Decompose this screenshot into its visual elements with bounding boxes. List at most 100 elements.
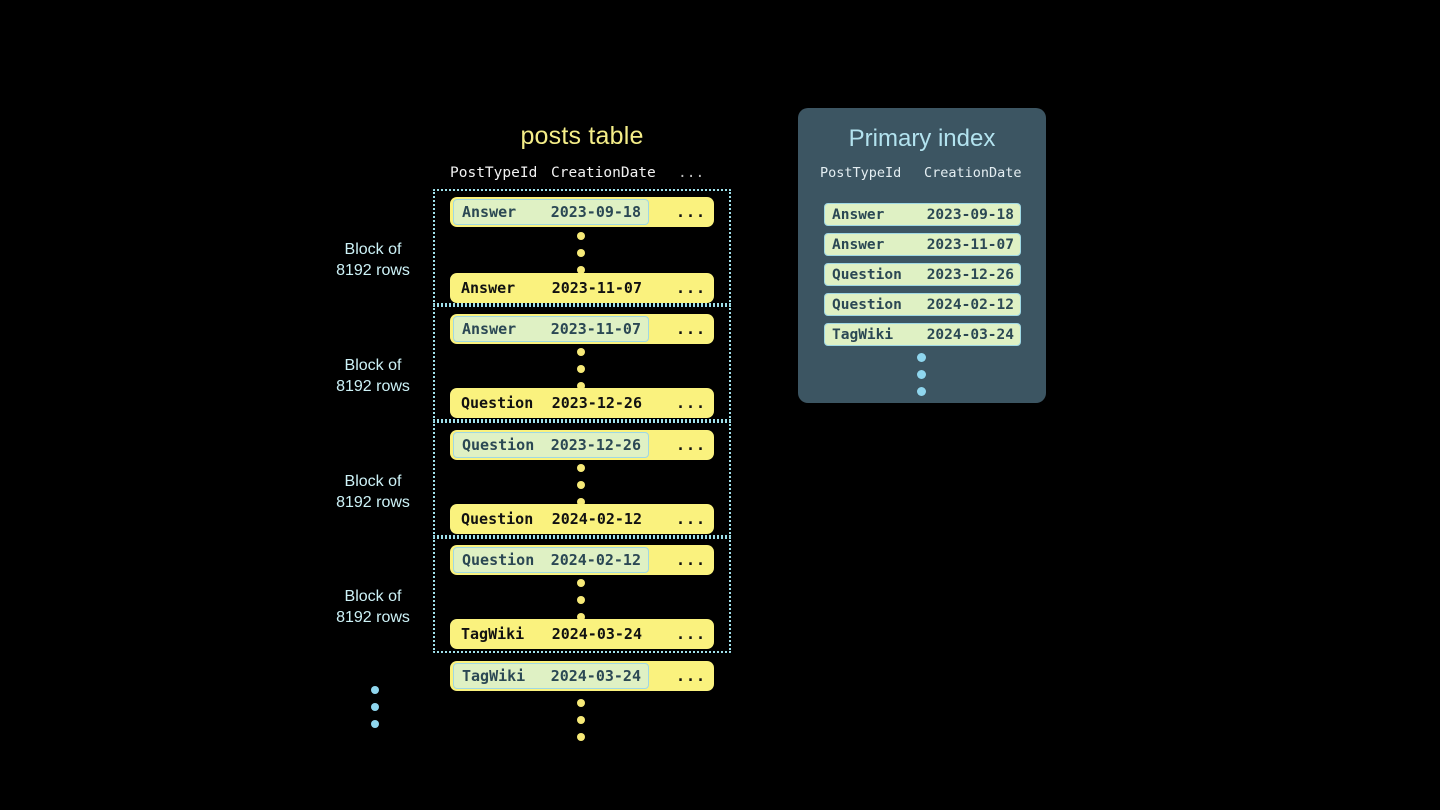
block-boundary-4 [433,537,731,653]
block-label-4: Block of 8192 rows [298,586,448,628]
row-highlight-box: Question 2024-02-12 [453,547,649,573]
cell-posttypeid: Answer [832,236,885,253]
cell-creationdate: 2024-02-12 [551,510,642,528]
rows-omitted-dots [577,464,587,515]
column-header-creationdate: CreationDate [551,165,656,181]
cell-posttypeid: Answer [462,320,517,338]
table-row[interactable]: Question 2023-12-26 ... [450,430,714,460]
cell-ellipsis: ... [676,436,707,454]
cell-creationdate: 2024-03-24 [926,326,1014,343]
rows-omitted-dots [577,348,587,399]
cell-creationdate: 2024-03-24 [551,625,642,643]
cell-posttypeid: Question [832,266,902,283]
dot [577,249,585,257]
column-header-posttypeid: PostTypeId [450,165,538,181]
posts-table-title: posts table [520,122,644,150]
block-label-1: Block of 8192 rows [298,239,448,281]
cell-posttypeid: Question [461,510,534,528]
index-row[interactable]: Answer 2023-11-07 [824,233,1021,256]
cell-ellipsis: ... [676,203,707,221]
cell-ellipsis: ... [676,667,707,685]
dot [577,716,585,724]
dot [577,232,585,240]
block-label-3-line2: 8192 rows [336,494,410,511]
index-row[interactable]: TagWiki 2024-03-24 [824,323,1021,346]
cell-ellipsis: ... [676,279,707,297]
cell-creationdate: 2023-11-07 [551,279,642,297]
row-cells: TagWiki 2024-03-24 [453,621,649,647]
cell-posttypeid: Answer [461,279,516,297]
row-highlight-box: TagWiki 2024-03-24 [453,663,649,689]
block-label-4-line2: 8192 rows [336,609,410,626]
cell-posttypeid: Question [462,551,535,569]
column-header-ellipsis: ... [678,165,705,181]
dot [577,481,585,489]
dot [577,365,585,373]
index-row[interactable]: Question 2024-02-12 [824,293,1021,316]
cell-creationdate: 2024-03-24 [550,667,641,685]
primary-index-panel: Primary index PostTypeId CreationDate An… [798,108,1046,403]
cell-ellipsis: ... [676,625,707,643]
primary-index-column-headers: PostTypeId CreationDate [798,165,1046,185]
column-header-creationdate: CreationDate [924,165,1022,181]
posts-table-column-headers: PostTypeId CreationDate ... [433,165,731,187]
column-header-posttypeid: PostTypeId [820,165,902,181]
rows-omitted-dots [577,579,587,630]
table-row[interactable]: TagWiki 2024-03-24 ... [450,661,714,691]
table-row[interactable]: Question 2023-12-26 ... [450,388,714,418]
block-label-2-line2: 8192 rows [336,378,410,395]
row-highlight-box: Question 2023-12-26 [453,432,649,458]
block-boundary-3 [433,421,731,537]
block-label-3: Block of 8192 rows [298,471,448,513]
table-row[interactable]: Answer 2023-11-07 ... [450,314,714,344]
block-label-1-line1: Block of [344,241,402,258]
dot [371,720,379,728]
index-row[interactable]: Question 2023-12-26 [824,263,1021,286]
primary-index-title: Primary index [848,125,996,152]
dot [577,464,585,472]
block-boundary-1 [433,189,731,305]
table-row[interactable]: Question 2024-02-12 ... [450,504,714,534]
block-label-1-line2: 8192 rows [336,262,410,279]
cell-posttypeid: TagWiki [462,667,526,685]
cell-ellipsis: ... [676,394,707,412]
dot [577,613,585,621]
dot [917,353,926,362]
block-label-2: Block of 8192 rows [298,355,448,397]
dot [917,387,926,396]
cell-creationdate: 2024-02-12 [926,296,1014,313]
block-label-4-line1: Block of [344,588,402,605]
cell-posttypeid: Question [832,296,902,313]
row-cells: Question 2023-12-26 [453,390,649,416]
table-row[interactable]: Question 2024-02-12 ... [450,545,714,575]
cell-creationdate: 2023-11-07 [926,236,1014,253]
dot [577,733,585,741]
rows-omitted-dots [577,232,587,283]
cell-creationdate: 2023-11-07 [550,320,641,338]
cell-creationdate: 2023-09-18 [550,203,641,221]
row-cells: Answer 2023-11-07 [453,275,649,301]
dot [577,579,585,587]
block-label-2-line1: Block of [344,357,402,374]
cell-posttypeid: Question [462,436,535,454]
blocks-continue-dots [371,686,381,737]
block-boundary-2 [433,305,731,421]
row-cells: Question 2024-02-12 [453,506,649,532]
dot [371,703,379,711]
dot [577,382,585,390]
cell-ellipsis: ... [676,320,707,338]
cell-ellipsis: ... [676,510,707,528]
table-row[interactable]: Answer 2023-09-18 ... [450,197,714,227]
cell-posttypeid: Question [461,394,534,412]
table-row[interactable]: TagWiki 2024-03-24 ... [450,619,714,649]
index-continues-dots [917,353,927,404]
dot [577,348,585,356]
table-row[interactable]: Answer 2023-11-07 ... [450,273,714,303]
dot [577,266,585,274]
cell-creationdate: 2023-12-26 [551,394,642,412]
dot [577,596,585,604]
cell-ellipsis: ... [676,551,707,569]
row-highlight-box: Answer 2023-11-07 [453,316,649,342]
index-row[interactable]: Answer 2023-09-18 [824,203,1021,226]
block-label-3-line1: Block of [344,473,402,490]
